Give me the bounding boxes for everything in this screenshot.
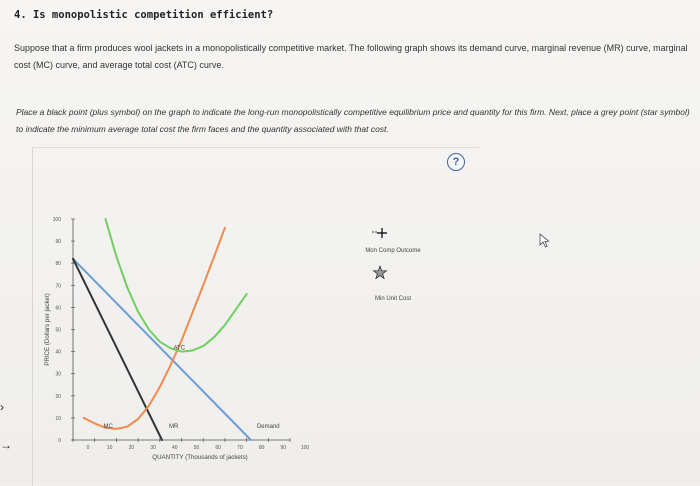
y-tick-label: 20 — [55, 394, 61, 400]
cursor-icon — [539, 233, 550, 248]
atc-curve — [104, 218, 248, 353]
y-tick-label: 40 — [55, 350, 61, 356]
x-tick-label: 100 — [301, 445, 310, 451]
y-tick-label: 80 — [55, 261, 61, 267]
x-tick-label: 10 — [107, 445, 113, 451]
question-title: 4. Is monopolistic competition efficient… — [14, 9, 274, 21]
mr-label: MR — [169, 424, 179, 430]
y-axis-title: PRICE (Dollars per jacket) — [44, 293, 51, 366]
demand-label: Demand — [257, 424, 280, 430]
tool-label-mon-comp-outcome: Mon Comp Outcome — [365, 248, 421, 254]
mr-curve — [72, 257, 163, 441]
atc-label: ATC — [174, 346, 186, 352]
arrow-right-icon[interactable]: → — [0, 438, 12, 452]
x-tick-label: 40 — [172, 445, 178, 451]
question-instructions: Place a black point (plus symbol) on the… — [16, 107, 690, 134]
y-tick-label: 0 — [58, 438, 61, 444]
y-tick-label: 70 — [55, 283, 61, 289]
y-tick-label: 90 — [55, 239, 61, 245]
help-button[interactable]: ? — [447, 153, 465, 171]
y-tick-label: 60 — [55, 305, 61, 311]
mc-curve — [82, 226, 226, 430]
star-point-icon[interactable] — [372, 264, 388, 280]
y-tick-label: 50 — [55, 328, 61, 334]
x-tick-label: 20 — [129, 445, 135, 451]
x-tick-label: 90 — [281, 445, 287, 451]
graph-panel — [32, 147, 479, 486]
x-axis-title: QUANTITY (Thousands of jackets) — [152, 454, 247, 461]
tool-label-min-unit-cost: Min Unit Cost — [375, 296, 411, 302]
x-tick-label: 70 — [237, 445, 243, 451]
x-tick-label: 0 — [87, 445, 90, 451]
y-tick-label: 100 — [53, 217, 62, 223]
demand-curve — [72, 257, 252, 441]
plus-point-icon[interactable] — [372, 228, 387, 238]
x-tick-label: 60 — [215, 445, 221, 451]
y-tick-label: 30 — [55, 372, 61, 378]
y-tick-label: 10 — [55, 416, 61, 422]
x-tick-label: 80 — [259, 445, 265, 451]
chevron-right-icon[interactable]: › — [0, 400, 4, 414]
mc-label: MC — [104, 424, 114, 430]
question-description: Suppose that a firm produces wool jacket… — [14, 43, 688, 70]
x-tick-label: 50 — [194, 445, 200, 451]
x-tick-label: 30 — [150, 445, 156, 451]
